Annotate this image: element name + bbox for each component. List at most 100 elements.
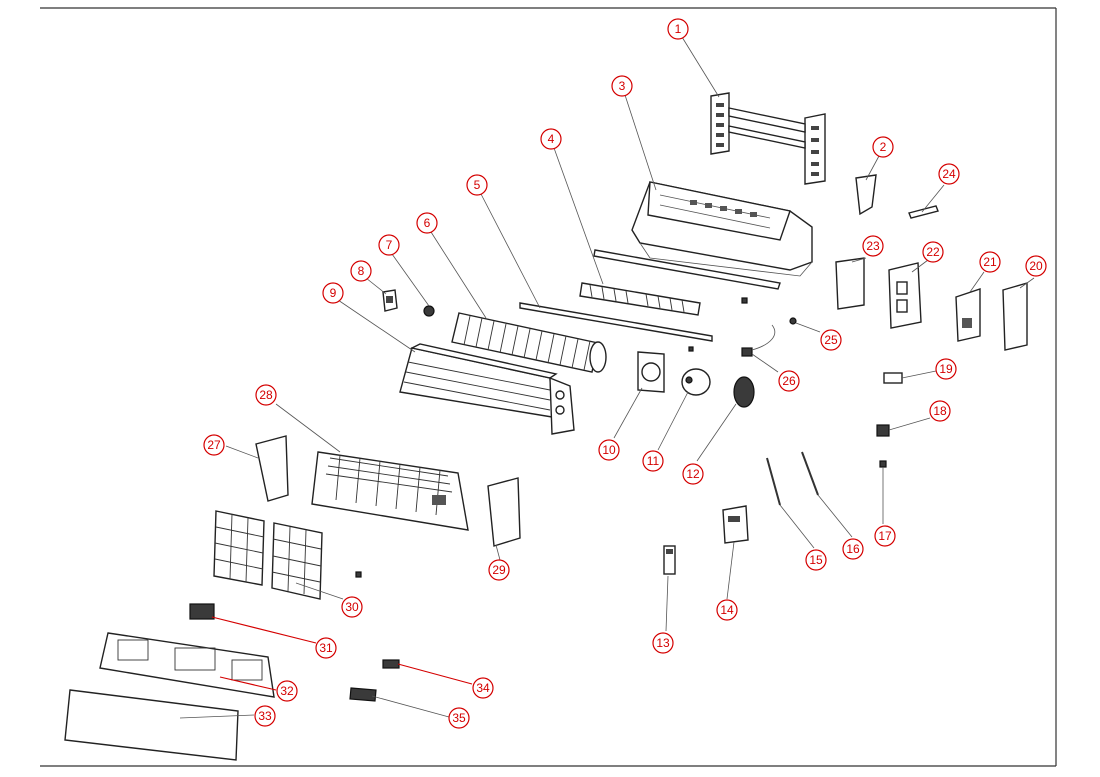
- drain-plug-icon: [789, 317, 797, 325]
- connector-icon: [879, 460, 887, 468]
- callout-17: 17: [874, 525, 896, 547]
- callout-7: 7: [378, 234, 400, 256]
- air-filter-icon: [213, 510, 323, 600]
- svg-text:6: 6: [424, 216, 431, 230]
- bearing-holder-icon: [382, 289, 398, 312]
- callout-5: 5: [466, 174, 488, 196]
- callout-11: 11: [642, 450, 664, 472]
- panel-frame-icon: [99, 632, 275, 698]
- electric-box-shield-icon: [835, 257, 865, 310]
- step-motor-icon: [741, 324, 776, 357]
- svg-text:3: 3: [619, 79, 626, 93]
- callout-33: 33: [254, 705, 276, 727]
- front-panel-frame-icon: [311, 451, 469, 531]
- motor-cover-icon: [637, 351, 665, 393]
- cable-clamp-icon: [883, 372, 903, 384]
- drain-hose-icon: [908, 205, 939, 219]
- svg-text:7: 7: [386, 238, 393, 252]
- svg-text:5: 5: [474, 178, 481, 192]
- svg-text:13: 13: [656, 636, 670, 650]
- callout-2: 2: [872, 136, 894, 158]
- callout-18: 18: [929, 400, 951, 422]
- svg-text:17: 17: [878, 529, 892, 543]
- room-temperature-sensor-icon: [766, 457, 781, 506]
- right-side-cover-icon: [487, 477, 521, 547]
- callout-24: 24: [938, 163, 960, 185]
- svg-text:21: 21: [983, 255, 997, 269]
- svg-text:2: 2: [880, 140, 887, 154]
- electric-box-cover-icon: [1002, 282, 1028, 351]
- svg-text:14: 14: [720, 603, 734, 617]
- callout-34: 34: [472, 677, 494, 699]
- screw-icon: [688, 346, 694, 352]
- svg-text:26: 26: [782, 374, 796, 388]
- callout-30: 30: [341, 596, 363, 618]
- callout-27: 27: [203, 434, 225, 456]
- svg-text:16: 16: [846, 542, 860, 556]
- svg-text:30: 30: [345, 600, 359, 614]
- cross-flow-fan-icon: [451, 312, 607, 373]
- svg-text:28: 28: [259, 388, 273, 402]
- main-control-board-icon: [955, 288, 981, 342]
- terminal-block-icon: [876, 424, 890, 437]
- callout-29: 29: [488, 559, 510, 581]
- callout-20: 20: [1025, 255, 1047, 277]
- callout-16: 16: [842, 538, 864, 560]
- svg-text:4: 4: [548, 132, 555, 146]
- callout-35: 35: [448, 707, 470, 729]
- screw-icon: [355, 571, 362, 578]
- callout-23: 23: [862, 235, 884, 257]
- callout-28: 28: [255, 384, 277, 406]
- motor-clamp-icon: [733, 376, 755, 408]
- display-board-icon: [189, 603, 215, 620]
- electric-box-icon: [888, 262, 922, 329]
- callout-26: 26: [778, 370, 800, 392]
- callout-4: 4: [540, 128, 562, 150]
- callout-8: 8: [350, 260, 372, 282]
- svg-text:27: 27: [207, 438, 221, 452]
- display-cover-icon: [349, 687, 377, 702]
- chassis-icon: [631, 181, 813, 277]
- callout-19: 19: [935, 358, 957, 380]
- front-panel-icon: [64, 689, 239, 761]
- callout-15: 15: [805, 549, 827, 571]
- evaporator-coil-icon: [399, 343, 575, 435]
- remote-control-icon: [663, 545, 676, 575]
- svg-text:8: 8: [358, 264, 365, 278]
- svg-text:31: 31: [319, 641, 333, 655]
- svg-text:22: 22: [926, 245, 940, 259]
- callout-21: 21: [979, 251, 1001, 273]
- wall-mounting-plate-icon: [710, 92, 826, 185]
- callout-13: 13: [652, 632, 674, 654]
- callout-32: 32: [276, 680, 298, 702]
- svg-text:29: 29: [492, 563, 506, 577]
- callout-1: 1: [667, 18, 689, 40]
- svg-text:11: 11: [647, 454, 660, 468]
- callout-14: 14: [716, 599, 738, 621]
- pipe-holder-bracket-icon: [855, 174, 877, 216]
- left-side-cover-icon: [255, 435, 289, 502]
- callout-3: 3: [611, 75, 633, 97]
- svg-text:20: 20: [1029, 259, 1043, 273]
- svg-text:12: 12: [686, 467, 700, 481]
- svg-text:25: 25: [824, 333, 838, 347]
- svg-text:32: 32: [280, 684, 294, 698]
- remote-holder-icon: [722, 505, 749, 544]
- svg-text:33: 33: [258, 709, 272, 723]
- svg-text:15: 15: [809, 553, 823, 567]
- callout-12: 12: [682, 463, 704, 485]
- svg-text:19: 19: [939, 362, 953, 376]
- vertical-louver-assembly-icon: [579, 249, 781, 316]
- svg-text:10: 10: [602, 443, 616, 457]
- screw-icon: [741, 297, 748, 304]
- callout-25: 25: [820, 329, 842, 351]
- svg-text:1: 1: [675, 22, 682, 36]
- callout-31: 31: [315, 637, 337, 659]
- louver-link-rod-icon: [519, 302, 713, 342]
- svg-text:18: 18: [933, 404, 947, 418]
- callout-9: 9: [322, 282, 344, 304]
- callout-6: 6: [416, 212, 438, 234]
- receiver-board-icon: [382, 659, 400, 669]
- fan-motor-icon: [681, 368, 711, 396]
